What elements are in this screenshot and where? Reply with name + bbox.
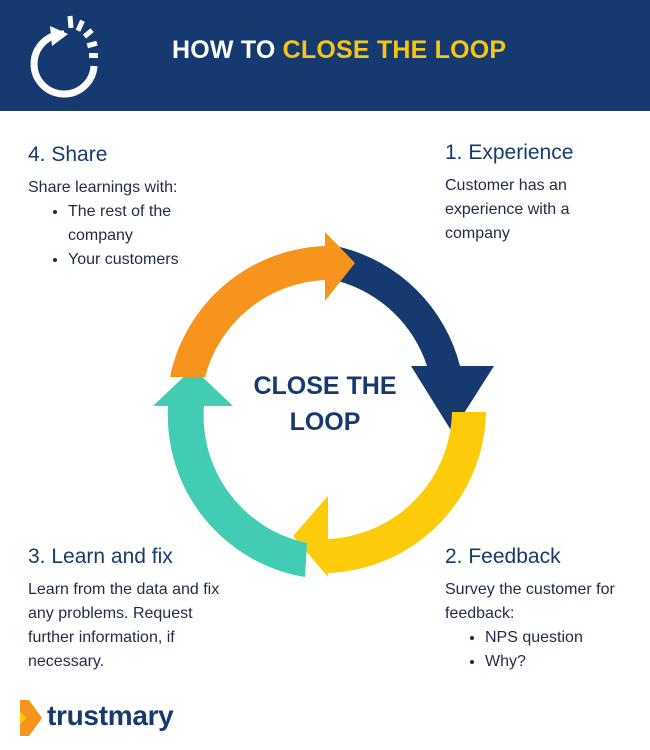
step-feedback-list: NPS question Why? [445,626,645,674]
experience-arrow [338,247,494,432]
step-share-heading: 4. Share [28,143,108,166]
center-line-1: CLOSE THE [253,372,397,400]
center-label: CLOSE THE LOOP [225,368,425,440]
refresh-loop-icon [30,15,98,98]
title-highlight: CLOSE THE LOOP [282,36,507,64]
step-learn-text: Learn from the data and fix any problems… [28,581,220,670]
page-title: HOW TO CLOSE THE LOOP [172,36,506,65]
step-learn-heading: 3. Learn and fix [28,545,173,568]
list-item: The rest of the company [68,200,218,248]
step-share: 4. Share Share learnings with: The rest … [28,142,218,272]
title-prefix: HOW TO [172,36,283,64]
list-item: Why? [485,650,645,674]
feedback-arrow [293,412,486,577]
loop-diagram [153,232,494,577]
brand-logo: trustmary [20,698,190,738]
logo-text: trustmary [47,700,174,731]
step-experience-text: Customer has an experience with a compan… [445,177,570,242]
step-experience-heading: 1. Experience [445,141,574,164]
step-share-list: The rest of the company Your customers [28,200,218,272]
step-experience: 1. Experience Customer has an experience… [445,140,635,246]
step-share-text: Share learnings with: [28,179,178,196]
learn-arrow [153,368,307,577]
step-feedback-text: Survey the customer for feedback: [445,581,615,622]
trustmary-chevron-icon [20,700,42,736]
list-item: NPS question [485,626,645,650]
step-learn: 3. Learn and fix Learn from the data and… [28,544,243,674]
share-arrow [170,232,355,377]
header-banner: HOW TO CLOSE THE LOOP [0,0,650,111]
center-line-2: LOOP [289,408,361,436]
step-feedback: 2. Feedback Survey the customer for feed… [445,544,645,674]
step-feedback-heading: 2. Feedback [445,545,561,568]
list-item: Your customers [68,248,218,272]
